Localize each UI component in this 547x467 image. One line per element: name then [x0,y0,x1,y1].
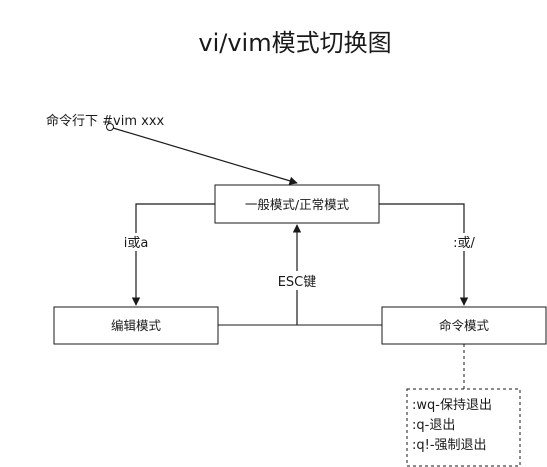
start-to-normal-arrow [112,127,298,185]
command-save-quit: :wq-保持退出 [412,398,492,413]
edit-mode-node: 编辑模式 [53,306,219,345]
esc-label: ESC键 [278,275,317,290]
normal-mode-label: 一般模式/正常模式 [245,197,350,212]
to-edit-label-bg [120,233,152,251]
start-label: 命令行下 #vim xxx [46,113,165,129]
command-mode-label: 命令模式 [439,318,490,333]
diagram-title: vi/vim模式切换图 [198,29,391,57]
command-list-box: :wq-保持退出 :q-退出 :q!-强制退出 [406,388,521,467]
edit-mode-label: 编辑模式 [111,318,162,333]
to-command-label: :或/ [453,236,475,251]
to-command-label-bg [448,233,480,251]
normal-mode-node: 一般模式/正常模式 [214,184,380,224]
start-point [106,123,114,131]
normal-to-command-arrow [379,203,469,306]
command-force-quit: :q!-强制退出 [412,438,487,453]
esc-label-bg [274,271,320,290]
normal-to-edit-arrow [131,203,215,306]
command-quit: :q-退出 [412,418,455,433]
to-edit-label: i或a [124,236,149,251]
command-mode-node: 命令模式 [381,306,547,345]
